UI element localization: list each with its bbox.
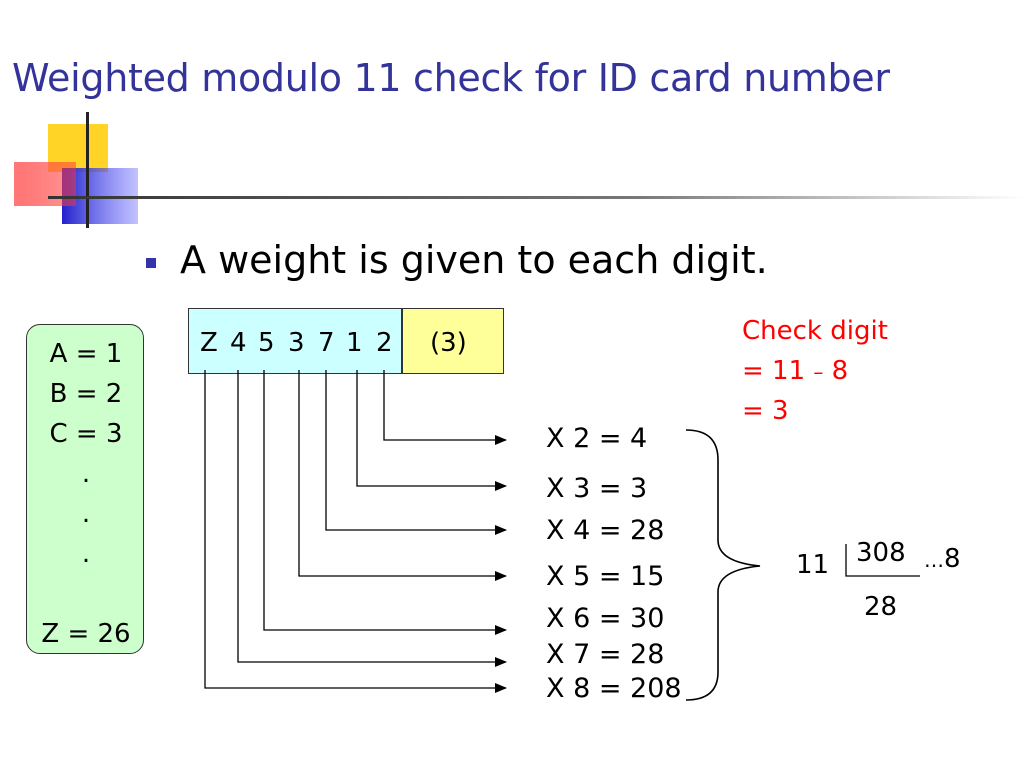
id-char: 4 [230, 328, 247, 358]
product-line: X 5 = 15 [546, 561, 665, 592]
id-char: Z [200, 328, 218, 358]
id-char: 7 [318, 328, 335, 358]
remainder-dots: … [924, 548, 944, 572]
sum-brace [685, 429, 761, 701]
connector-line [204, 370, 507, 693]
connector-line [383, 370, 507, 445]
formula-prefix: = 11 [742, 356, 806, 386]
product-line: X 8 = 208 [546, 673, 682, 704]
formula-suffix: 8 [831, 356, 849, 386]
legend-line: C = 3 [49, 419, 123, 449]
product-line: X 3 = 3 [546, 473, 648, 504]
id-number-box [188, 308, 402, 374]
legend-line: Z = 26 [41, 619, 131, 649]
connector-line [325, 370, 507, 535]
legend-line: B = 2 [49, 379, 123, 409]
product-line: X 7 = 28 [546, 639, 665, 670]
id-char: 1 [346, 328, 363, 358]
letter-value-legend: A = 1 B = 2 C = 3 . . . Z = 26 [26, 324, 144, 654]
connector-line [298, 370, 507, 581]
check-digit-value: (3) [430, 328, 467, 358]
header-decoration [14, 112, 1024, 228]
legend-line: . [81, 539, 91, 569]
product-line: X 4 = 28 [546, 515, 665, 546]
id-char: 2 [376, 328, 393, 358]
connector-line [263, 370, 507, 635]
division-bracket [845, 544, 920, 577]
connector-line [237, 370, 507, 667]
check-digit-label: Check digit [742, 316, 888, 346]
legend-line: . [81, 499, 91, 529]
product-line: X 2 = 4 [546, 423, 648, 454]
product-line: X 6 = 30 [546, 603, 665, 634]
divisor: 11 [796, 550, 830, 580]
id-char: 3 [288, 328, 305, 358]
dividend: 308 [856, 538, 906, 568]
check-digit-box [402, 308, 504, 374]
check-digit-result: = 3 [742, 396, 789, 426]
check-digit-formula: = 11 – 8 [742, 354, 848, 389]
bullet-marker [146, 258, 156, 268]
id-char: 5 [258, 328, 275, 358]
remainder-value: 8 [944, 544, 961, 574]
formula-operator: – [813, 360, 824, 384]
connector-line [356, 370, 507, 491]
subtracted-value: 28 [864, 592, 898, 622]
bullet-text: A weight is given to each digit. [180, 238, 768, 282]
remainder: …8 [924, 544, 961, 574]
slide-title: Weighted modulo 11 check for ID card num… [12, 56, 890, 100]
legend-line: . [81, 459, 91, 489]
legend-line: A = 1 [49, 339, 123, 369]
